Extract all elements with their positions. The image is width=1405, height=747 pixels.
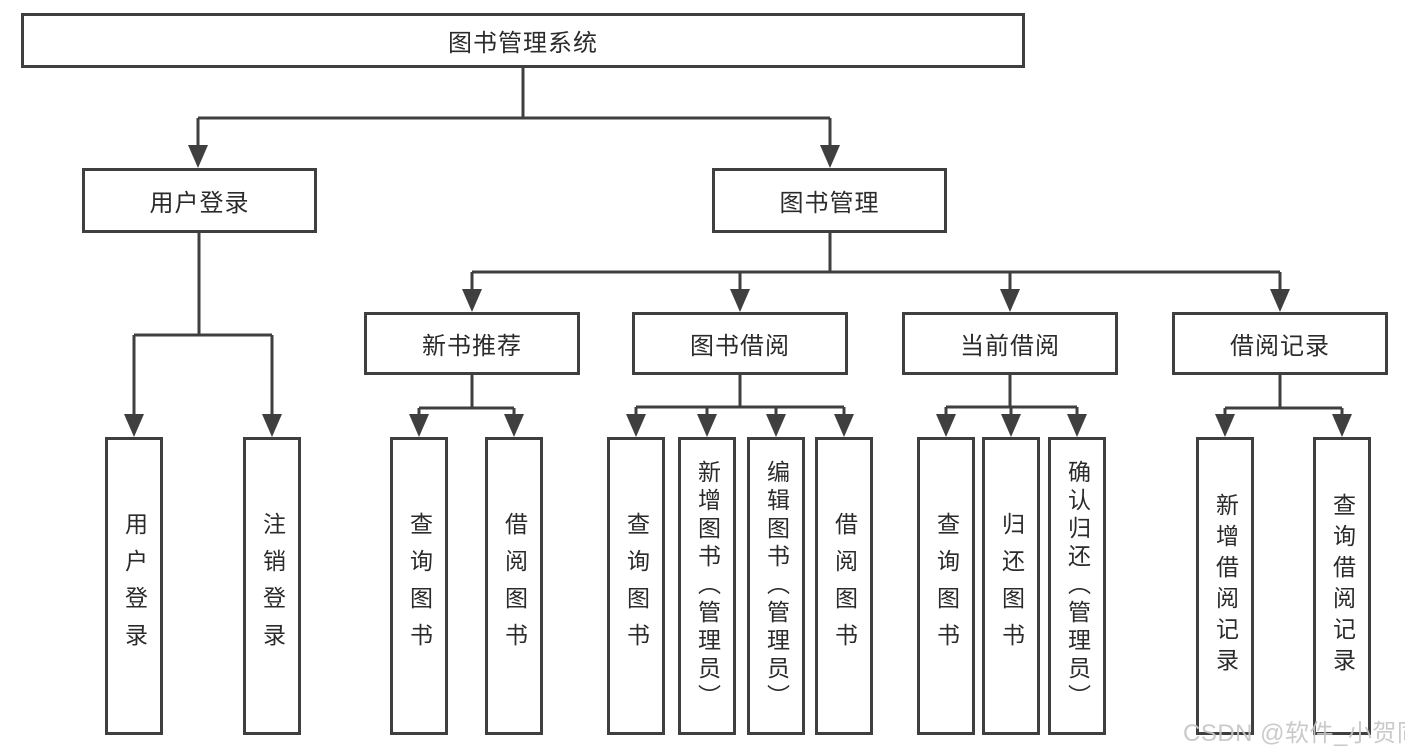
leaf-logout: 注销登录 bbox=[243, 437, 301, 735]
node-book-borrowing-label: 图书借阅 bbox=[690, 333, 790, 360]
leaf-borrow-add-books-admin-label: 新增图书（管理员） bbox=[694, 460, 721, 712]
leaf-current-confirm-return-admin: 确认归还（管理员） bbox=[1048, 437, 1106, 735]
leaf-current-confirm-return-admin-label: 确认归还（管理员） bbox=[1064, 460, 1091, 712]
leaf-borrow-add-books-admin: 新增图书（管理员） bbox=[678, 437, 736, 735]
leaf-newrec-borrow-books-label: 借阅图书 bbox=[501, 512, 528, 660]
leaf-current-return-books-label: 归还图书 bbox=[998, 512, 1025, 660]
leaf-current-return-books: 归还图书 bbox=[982, 437, 1040, 735]
arrowheads bbox=[124, 145, 1352, 437]
leaf-record-add-record-label: 新增借阅记录 bbox=[1212, 493, 1239, 679]
node-root: 图书管理系统 bbox=[21, 13, 1025, 68]
leaf-user-login: 用户登录 bbox=[105, 437, 163, 735]
node-user-login-label: 用户登录 bbox=[149, 190, 250, 217]
node-borrowing-records-label: 借阅记录 bbox=[1230, 333, 1330, 360]
leaf-logout-label: 注销登录 bbox=[259, 512, 286, 660]
leaf-current-query-books: 查询图书 bbox=[917, 437, 975, 735]
node-new-book-recommend-label: 新书推荐 bbox=[422, 333, 522, 360]
node-current-borrowing-label: 当前借阅 bbox=[960, 333, 1060, 360]
leaf-borrow-query-books: 查询图书 bbox=[607, 437, 665, 735]
leaf-borrow-query-books-label: 查询图书 bbox=[623, 512, 650, 660]
leaf-record-add-record: 新增借阅记录 bbox=[1196, 437, 1254, 735]
node-book-management-label: 图书管理 bbox=[779, 190, 880, 217]
leaf-newrec-query-books: 查询图书 bbox=[390, 437, 448, 735]
node-borrowing-records: 借阅记录 bbox=[1172, 312, 1388, 375]
leaf-record-query-record: 查询借阅记录 bbox=[1313, 437, 1371, 735]
leaf-borrow-borrow-books-label: 借阅图书 bbox=[831, 512, 858, 660]
node-root-label: 图书管理系统 bbox=[448, 30, 598, 57]
leaf-borrow-edit-books-admin: 编辑图书（管理员） bbox=[747, 437, 805, 735]
leaf-record-query-record-label: 查询借阅记录 bbox=[1329, 493, 1356, 679]
leaf-borrow-edit-books-admin-label: 编辑图书（管理员） bbox=[763, 460, 790, 712]
leaf-user-login-label: 用户登录 bbox=[121, 512, 148, 660]
leaf-current-query-books-label: 查询图书 bbox=[933, 512, 960, 660]
node-user-login: 用户登录 bbox=[82, 168, 317, 233]
node-new-book-recommend: 新书推荐 bbox=[364, 312, 580, 375]
node-book-borrowing: 图书借阅 bbox=[632, 312, 848, 375]
node-current-borrowing: 当前借阅 bbox=[902, 312, 1118, 375]
leaf-borrow-borrow-books: 借阅图书 bbox=[815, 437, 873, 735]
leaf-newrec-query-books-label: 查询图书 bbox=[406, 512, 433, 660]
node-book-management: 图书管理 bbox=[712, 168, 947, 233]
watermark: CSDN @软件_小贺同学 bbox=[1183, 720, 1405, 747]
leaf-newrec-borrow-books: 借阅图书 bbox=[485, 437, 543, 735]
